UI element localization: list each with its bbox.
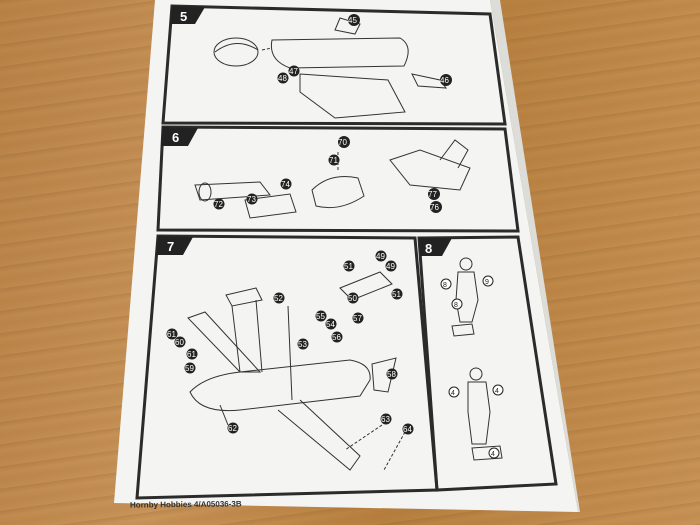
callout-dot [440,278,452,290]
step-7-number: 7 [167,239,174,254]
callout-label: 45 [348,16,357,25]
callout-label: 4 [495,388,499,395]
callout-dot [288,65,300,77]
callout-dot [184,362,196,374]
callout-label: 9 [485,279,489,286]
step-5-tab [170,6,205,24]
callout-label: 52 [274,294,283,303]
step-6-drawing [194,139,471,219]
callout-label: 55 [316,312,325,321]
callout-dot [380,413,392,425]
callout-label: 8 [443,282,447,289]
callout-label: 48 [278,74,287,83]
step-8-drawing [451,257,503,461]
callout-dot [315,310,327,322]
callout-label: 49 [376,252,385,261]
callout-label: 77 [428,190,437,199]
step-7-drawing [187,271,406,471]
callout-label: 64 [403,425,412,434]
panel-step-6 [156,125,520,233]
callout-dot [227,422,239,434]
callout-dot [331,331,343,343]
callout-dot [448,386,460,398]
footer-text: Hornby Hobbies 4/A05036-3B [129,499,242,510]
callout-label: 4 [491,451,495,458]
callout-dot [174,336,186,348]
callout-label: 61 [167,330,176,339]
callout-dot [348,14,360,26]
callout-dot [428,188,440,200]
callout-label: 47 [289,67,298,76]
callout-dot [352,312,364,324]
panel-step-8 [417,235,558,492]
callout-label: 61 [187,350,196,359]
callout-dot [386,368,398,380]
callout-label: 8 [454,302,458,309]
step-6-tab [161,127,198,146]
callout-label: 56 [332,333,341,342]
paper-shadow [490,0,580,512]
step-6-number: 6 [172,130,179,145]
callout-dot [325,318,337,330]
callout-dot [213,198,225,210]
step-8-number: 8 [425,241,432,256]
callout-label: 49 [386,262,395,271]
callout-dot [297,338,309,350]
callout-dot [402,423,414,435]
callout-dot [347,292,359,304]
callout-dot [277,72,289,84]
callout-dot [328,154,340,166]
callout-label: 50 [348,294,357,303]
callout-label: 62 [228,424,237,433]
callout-dot [246,193,258,205]
callout-dot [492,384,504,396]
callout-label: 73 [247,195,256,204]
callout-label: 58 [387,370,396,379]
callout-dot [273,292,285,304]
callout-label: 57 [353,314,362,323]
step-5-number: 5 [180,9,187,24]
callout-dot [430,201,442,213]
step-5-drawing [213,17,448,119]
step-8-tab [419,238,452,256]
callout-dot [338,136,350,148]
callouts: 45 47 48 46 70 71 74 72 73 77 76 51 49 4… [166,14,504,459]
callout-label: 76 [430,203,439,212]
callout-dot [440,74,452,86]
callout-label: 59 [185,364,194,373]
step-7-tab [156,236,193,255]
callout-dot [451,298,463,310]
callout-label: 53 [298,340,307,349]
callout-label: 70 [338,138,347,147]
callout-label: 63 [381,415,390,424]
callout-label: 60 [175,338,184,347]
callout-dot [166,328,178,340]
callout-dot [391,288,403,300]
callout-dot [385,260,397,272]
callout-dot [186,348,198,360]
callout-label: 4 [451,390,455,397]
callout-dot [488,447,500,459]
callout-dot [482,275,494,287]
callout-label: 71 [329,156,338,165]
callout-label: 51 [344,262,353,271]
callout-dot [375,250,387,262]
callout-label: 51 [392,290,401,299]
callout-label: 54 [326,320,335,329]
callout-label: 72 [214,200,223,209]
panel-step-5 [161,4,507,126]
callout-label: 46 [440,76,449,85]
callout-dot [343,260,355,272]
callout-label: 74 [281,180,290,189]
callout-dot [280,178,292,190]
